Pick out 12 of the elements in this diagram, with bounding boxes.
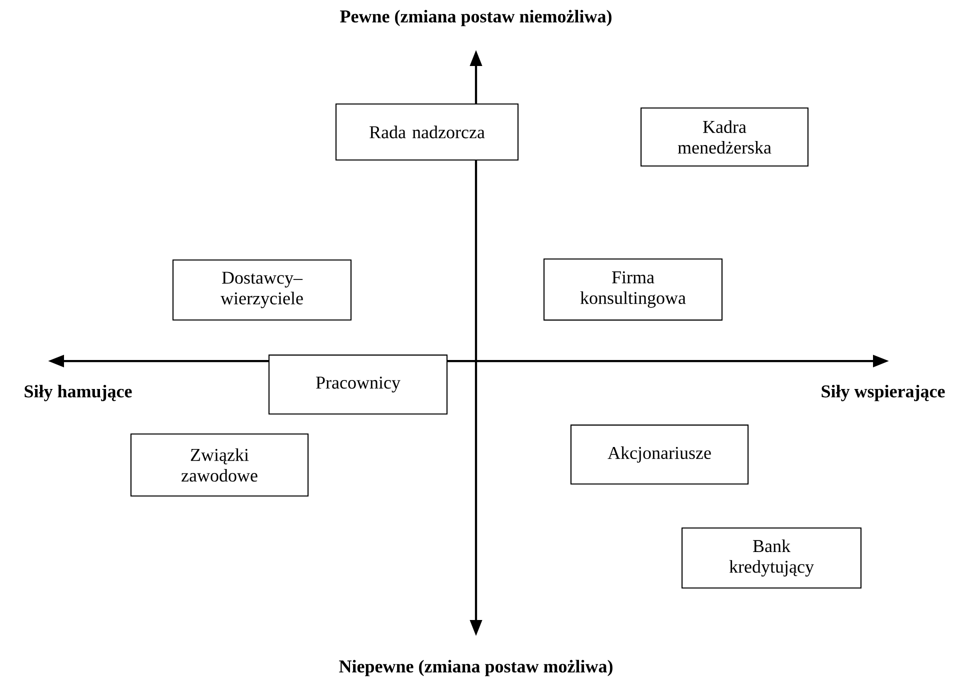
text-box: Akcjonariusze [570,424,749,484]
text-box: Dostawcy– wierzyciele [172,259,352,321]
axis-label: Pewne (zmiana postaw niemożliwa) [340,10,612,26]
text-box: Kadra menedżerska [640,107,808,167]
axis-label: Niepewne (zmiana postaw możliwa) [339,660,612,676]
axis-label: Siły hamujące [24,384,132,402]
text-box: Firma konsultingowa [543,258,723,321]
text-box: Bank kredytujący [682,527,862,589]
axis-label: Siły wspierające [822,384,945,402]
text-box: Związki zawodowe [130,433,309,497]
text-box: Rada nadzorcza [335,103,519,161]
text-box: Pracownicy [268,354,448,414]
